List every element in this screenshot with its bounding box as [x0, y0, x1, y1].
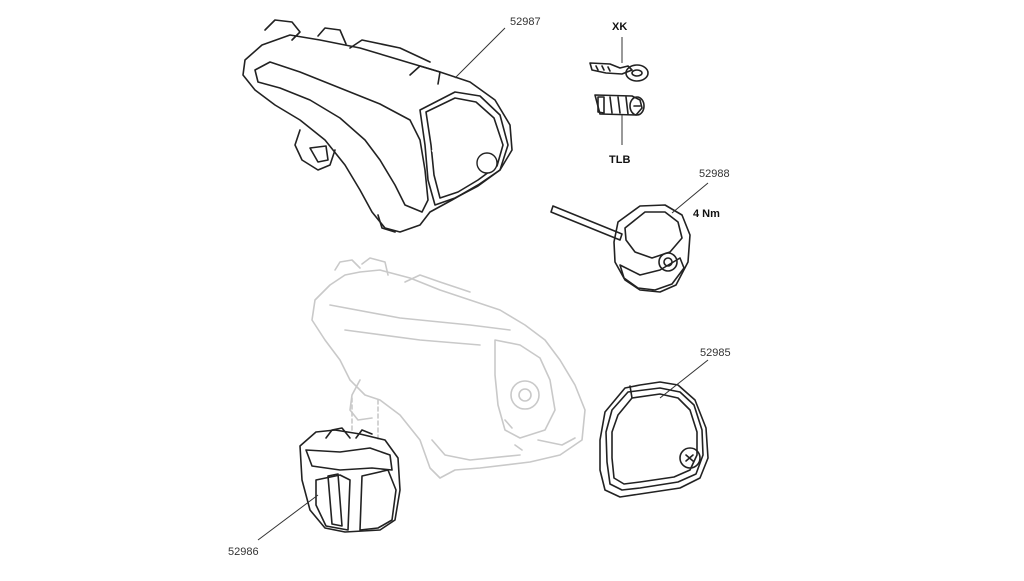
- end-cap-drawing: THULE: [599, 381, 709, 498]
- label-lock-cylinder: TLB: [609, 154, 630, 166]
- cap-logo: THULE: [625, 417, 685, 451]
- label-tool: 52988: [699, 168, 730, 180]
- label-torque: 4 Nm: [693, 208, 720, 220]
- leader-end-cap: [659, 359, 709, 399]
- leader-fix-clip: [257, 494, 319, 541]
- lock-cylinder-drawing: [594, 94, 645, 116]
- label-foot-pack: 52987: [510, 16, 541, 28]
- label-key: XK: [612, 21, 627, 33]
- foot-pack-drawing: THULE: [242, 19, 513, 233]
- label-end-cap: 52985: [700, 347, 731, 359]
- key-drawing: [589, 62, 649, 82]
- leader-tool: [671, 182, 709, 214]
- label-fix-clip: 52986: [228, 546, 259, 558]
- ghost-foot-assembly: [311, 257, 586, 479]
- leader-lines: [257, 27, 709, 541]
- fix-clip-drawing: [299, 427, 401, 533]
- torque-tool-drawing: [550, 204, 691, 293]
- leader-foot-pack: [454, 27, 506, 79]
